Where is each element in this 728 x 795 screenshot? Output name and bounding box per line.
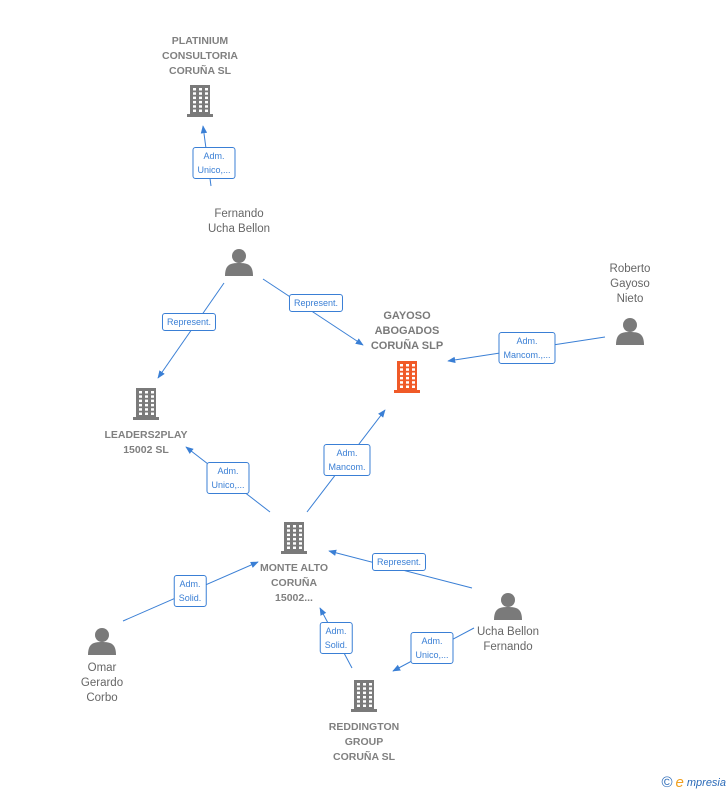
empresia-logo-icon: e <box>675 774 684 791</box>
edge-label[interactable]: Adm. Solid. <box>173 575 207 607</box>
node-label-roberto[interactable]: Roberto Gayoso Nieto <box>609 263 651 305</box>
person-icon[interactable] <box>616 318 644 345</box>
person-icon[interactable] <box>88 628 116 655</box>
edge-fernando-to-gayoso <box>262 278 364 346</box>
company-building-icon[interactable] <box>281 522 307 554</box>
icons-layer <box>88 85 644 712</box>
company-building-icon[interactable] <box>351 680 377 712</box>
person-icon[interactable] <box>225 249 253 276</box>
edge-label[interactable]: Adm. Unico,... <box>410 632 454 664</box>
node-label-gayoso[interactable]: GAYOSO ABOGADOS CORUÑA SLP <box>370 310 444 352</box>
edge-label[interactable]: Represent. <box>161 313 217 331</box>
company-building-icon-focus[interactable] <box>394 361 420 393</box>
node-label-leaders[interactable]: LEADERS2PLAY 15002 SL <box>104 429 188 456</box>
edge-label[interactable]: Adm. Unico,... <box>206 462 250 494</box>
copyright-icon: © <box>661 774 673 791</box>
node-label-montealto[interactable]: MONTE ALTO CORUÑA 15002... <box>259 562 329 604</box>
node-label-omar[interactable]: Omar Gerardo Corbo <box>80 662 124 704</box>
edge-label[interactable]: Adm. Mancom. <box>323 444 371 476</box>
company-building-icon[interactable] <box>133 388 159 420</box>
node-label-uchabellon[interactable]: Ucha Bellon Fernando <box>476 626 540 653</box>
edge-label[interactable]: Adm. Unico,... <box>192 147 236 179</box>
person-icon[interactable] <box>494 593 522 620</box>
node-label-platinium[interactable]: PLATINIUM CONSULTORIA CORUÑA SL <box>161 35 239 77</box>
brand-name: mpresia <box>686 776 726 789</box>
edge-label[interactable]: Adm. Solid. <box>319 622 353 654</box>
edge-label[interactable]: Adm. Mancom.,... <box>498 332 556 364</box>
edge-label[interactable]: Represent. <box>288 294 344 312</box>
company-building-icon[interactable] <box>187 85 213 117</box>
node-label-reddington[interactable]: REDDINGTON GROUP CORUÑA SL <box>328 721 400 763</box>
node-label-fernando[interactable]: Fernando Ucha Bellon <box>207 208 271 235</box>
edge-label[interactable]: Represent. <box>371 553 427 571</box>
